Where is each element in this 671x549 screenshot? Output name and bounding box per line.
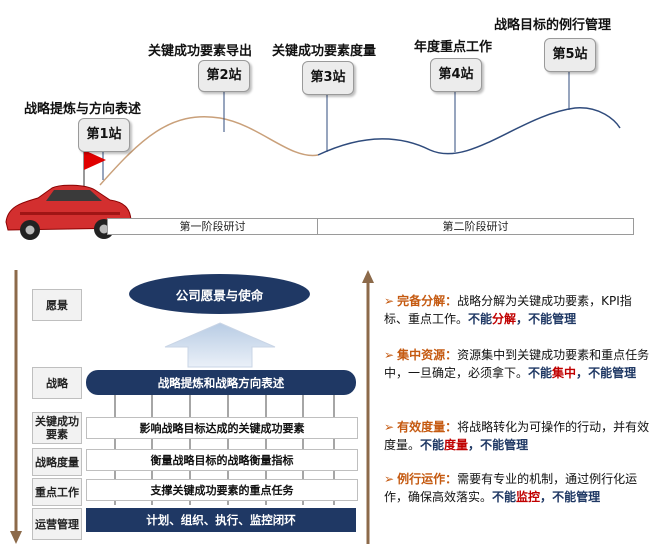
station-3-title: 关键成功要素度量 — [272, 44, 377, 59]
ops-bar[interactable]: 计划、组织、执行、监控闭环 — [86, 508, 356, 532]
principle-3: ➢有效度量：将战略转化为可操作的行动，并有效度量。不能度量，不能管理 — [384, 420, 650, 452]
principle-4: ➢例行运作：需要有专业的机制，通过例行化运作，确保高效落实。不能监控，不能管理 — [384, 472, 638, 504]
station-2-box[interactable]: 第2站 — [198, 60, 250, 92]
phase1-curve — [99, 116, 319, 186]
station-4-box[interactable]: 第4站 — [430, 58, 482, 92]
arrow-bullet-icon: ➢ — [384, 348, 395, 362]
arrow-bullet-icon: ➢ — [384, 472, 395, 486]
station-2-title: 关键成功要素导出 — [148, 44, 253, 59]
left-label-work: 重点工作 — [32, 478, 82, 506]
principle-2: ➢集中资源：资源集中到关键成功要素和重点任务中，一旦确定，必须拿下。不能集中，不… — [384, 348, 650, 380]
stage-1-bar: 第一阶段研讨 — [107, 218, 318, 235]
arrow-bullet-icon: ➢ — [384, 420, 395, 434]
principle-1: ➢完备分解：战略分解为关键成功要素，KPI指标、重点工作。不能分解，不能管理 — [384, 294, 632, 326]
station-1-title: 战略提炼与方向表述 — [24, 102, 142, 117]
left-label-measure: 战略度量 — [32, 448, 82, 476]
up-arrow-icon — [164, 322, 276, 368]
station-5-title: 战略目标的例行管理 — [494, 18, 612, 33]
phase2-curve — [317, 107, 621, 156]
vision-ellipse[interactable]: 公司愿景与使命 — [129, 274, 310, 314]
left-label-strategy: 战略 — [32, 367, 82, 399]
left-label-vision: 愿景 — [32, 289, 82, 321]
station-3-box[interactable]: 第3站 — [302, 61, 354, 95]
measure-bar[interactable]: 衡量战略目标的战略衡量指标 — [86, 449, 358, 471]
work-bar[interactable]: 支撑关键成功要素的重点任务 — [86, 479, 358, 501]
station-5-box[interactable]: 第5站 — [544, 38, 596, 72]
station-1-box[interactable]: 第1站 — [78, 118, 130, 152]
stage-2-bar: 第二阶段研讨 — [317, 218, 634, 235]
left-label-ops: 运营管理 — [32, 508, 82, 540]
station-4-title: 年度重点工作 — [414, 40, 493, 55]
arrow-bullet-icon: ➢ — [384, 294, 395, 308]
csf-bar[interactable]: 影响战略目标达成的关键成功要素 — [86, 417, 358, 439]
strategy-bar[interactable]: 战略提炼和战略方向表述 — [86, 370, 356, 395]
left-label-csf: 关键成功要素 — [32, 412, 82, 444]
